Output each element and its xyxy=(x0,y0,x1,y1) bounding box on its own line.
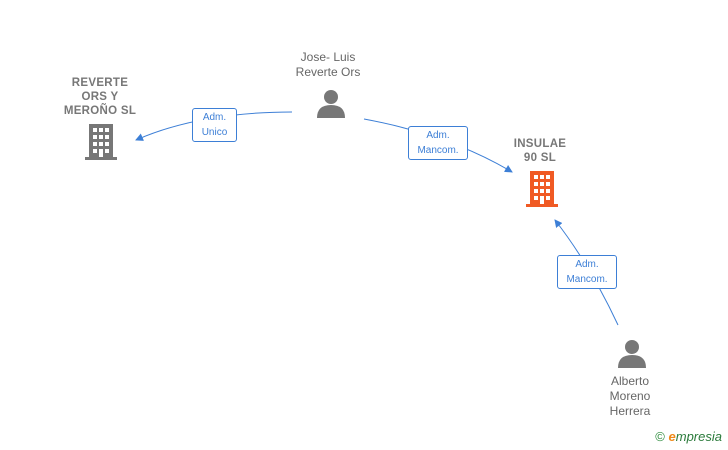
edge-tag-adm-mancom-alberto-line-1: Adm. xyxy=(575,259,599,270)
building-icon-reverte[interactable] xyxy=(85,124,117,160)
company-reverte-line-1: REVERTE xyxy=(71,77,129,89)
company-reverte-line-2: ORS Y xyxy=(81,91,119,103)
person-jose-line-1: Jose- Luis xyxy=(300,50,356,64)
edge-tag-adm-unico-line-1: Adm. xyxy=(202,112,227,123)
person-icon-alberto[interactable] xyxy=(617,339,647,369)
empresia-logo-initial: e xyxy=(668,429,676,444)
building-icon-insulae[interactable] xyxy=(526,171,558,207)
empresia-logo-text: mpresia xyxy=(675,429,722,444)
person-icon-jose[interactable] xyxy=(316,89,346,119)
person-label-jose: Jose- Luis Reverte Ors xyxy=(268,50,388,80)
person-alberto-line-2: Moreno xyxy=(609,389,651,403)
copyright-symbol: © xyxy=(655,429,665,444)
company-label-reverte: REVERTE ORS Y MEROÑO SL xyxy=(50,76,150,118)
person-label-alberto: Alberto Moreno Herrera xyxy=(590,374,670,419)
company-insulae-line-1: INSULAE xyxy=(513,138,567,150)
company-label-insulae: INSULAE 90 SL xyxy=(495,137,585,165)
edge-tag-adm-mancom-jose[interactable]: Adm. Mancom. xyxy=(408,126,468,160)
edge-tag-adm-mancom-alberto[interactable]: Adm. Mancom. xyxy=(557,255,617,289)
empresia-watermark: © empresia xyxy=(655,429,722,444)
edge-tag-adm-unico[interactable]: Adm. Unico xyxy=(192,108,237,142)
company-insulae-line-2: 90 SL xyxy=(523,152,557,164)
person-jose-line-2: Reverte Ors xyxy=(295,65,361,79)
company-reverte-line-3: MEROÑO SL xyxy=(63,105,137,117)
edge-tag-adm-mancom-alberto-line-2: Mancom. xyxy=(566,274,608,285)
edge-tag-adm-mancom-jose-line-1: Adm. xyxy=(426,130,450,141)
edge-tag-adm-unico-line-2: Unico xyxy=(201,127,228,138)
person-alberto-line-1: Alberto xyxy=(610,374,650,388)
person-alberto-line-3: Herrera xyxy=(609,404,651,418)
edge-tag-adm-mancom-jose-line-2: Mancom. xyxy=(417,145,459,156)
